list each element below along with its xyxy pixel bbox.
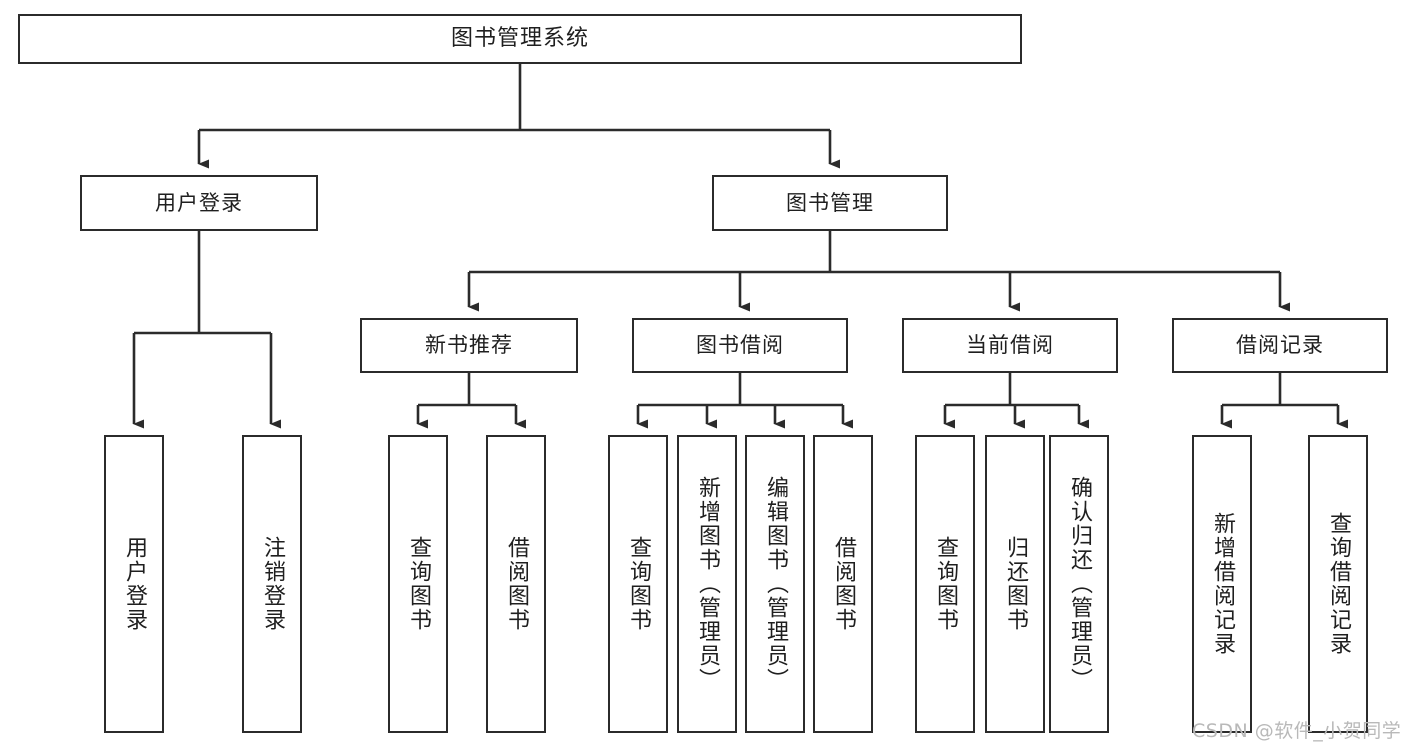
node-leaf-borrow-add-book-label: 新增图书（管理员）: [694, 476, 720, 692]
node-leaf-rec-query-book[interactable]: 查询图书: [388, 435, 448, 733]
node-book-manage-label: 图书管理: [786, 190, 874, 215]
node-leaf-user-login[interactable]: 用户登录: [104, 435, 164, 733]
node-leaf-rec-query-record-label: 查询借阅记录: [1325, 512, 1351, 656]
node-leaf-rec-add-record-label: 新增借阅记录: [1209, 512, 1235, 656]
node-leaf-cur-confirm-return-label: 确认归还（管理员）: [1066, 476, 1092, 692]
node-book-borrow[interactable]: 图书借阅: [632, 318, 848, 373]
node-leaf-rec-query-book-label: 查询图书: [405, 536, 431, 632]
node-leaf-cur-return-book-label: 归还图书: [1002, 536, 1028, 632]
node-borrow-record[interactable]: 借阅记录: [1172, 318, 1388, 373]
watermark-text: CSDN @软件_小贺同学: [1192, 720, 1402, 742]
node-leaf-borrow-query-book[interactable]: 查询图书: [608, 435, 668, 733]
node-leaf-cur-confirm-return[interactable]: 确认归还（管理员）: [1049, 435, 1109, 733]
node-new-book-recommend-label: 新书推荐: [425, 333, 513, 358]
node-leaf-borrow-add-book[interactable]: 新增图书（管理员）: [677, 435, 737, 733]
node-new-book-recommend[interactable]: 新书推荐: [360, 318, 578, 373]
node-current-borrow-label: 当前借阅: [966, 333, 1054, 358]
node-user-login[interactable]: 用户登录: [80, 175, 318, 231]
node-leaf-user-logout[interactable]: 注销登录: [242, 435, 302, 733]
node-leaf-borrow-edit-book-label: 编辑图书（管理员）: [762, 476, 788, 692]
node-root[interactable]: 图书管理系统: [18, 14, 1022, 64]
node-leaf-borrow-borrow-book[interactable]: 借阅图书: [813, 435, 873, 733]
node-leaf-borrow-borrow-book-label: 借阅图书: [830, 536, 856, 632]
node-leaf-cur-query-book[interactable]: 查询图书: [915, 435, 975, 733]
node-leaf-user-logout-label: 注销登录: [259, 536, 285, 632]
node-root-label: 图书管理系统: [450, 26, 589, 52]
node-leaf-user-login-label: 用户登录: [121, 536, 147, 632]
node-book-borrow-label: 图书借阅: [696, 333, 784, 358]
node-leaf-rec-add-record[interactable]: 新增借阅记录: [1192, 435, 1252, 733]
node-leaf-cur-query-book-label: 查询图书: [932, 536, 958, 632]
node-leaf-rec-borrow-book[interactable]: 借阅图书: [486, 435, 546, 733]
node-leaf-borrow-query-book-label: 查询图书: [625, 536, 651, 632]
node-leaf-borrow-edit-book[interactable]: 编辑图书（管理员）: [745, 435, 805, 733]
node-leaf-rec-borrow-book-label: 借阅图书: [503, 536, 529, 632]
node-book-manage[interactable]: 图书管理: [712, 175, 948, 231]
node-user-login-label: 用户登录: [155, 190, 243, 215]
node-borrow-record-label: 借阅记录: [1236, 333, 1324, 358]
node-current-borrow[interactable]: 当前借阅: [902, 318, 1118, 373]
node-leaf-rec-query-record[interactable]: 查询借阅记录: [1308, 435, 1368, 733]
node-leaf-cur-return-book[interactable]: 归还图书: [985, 435, 1045, 733]
